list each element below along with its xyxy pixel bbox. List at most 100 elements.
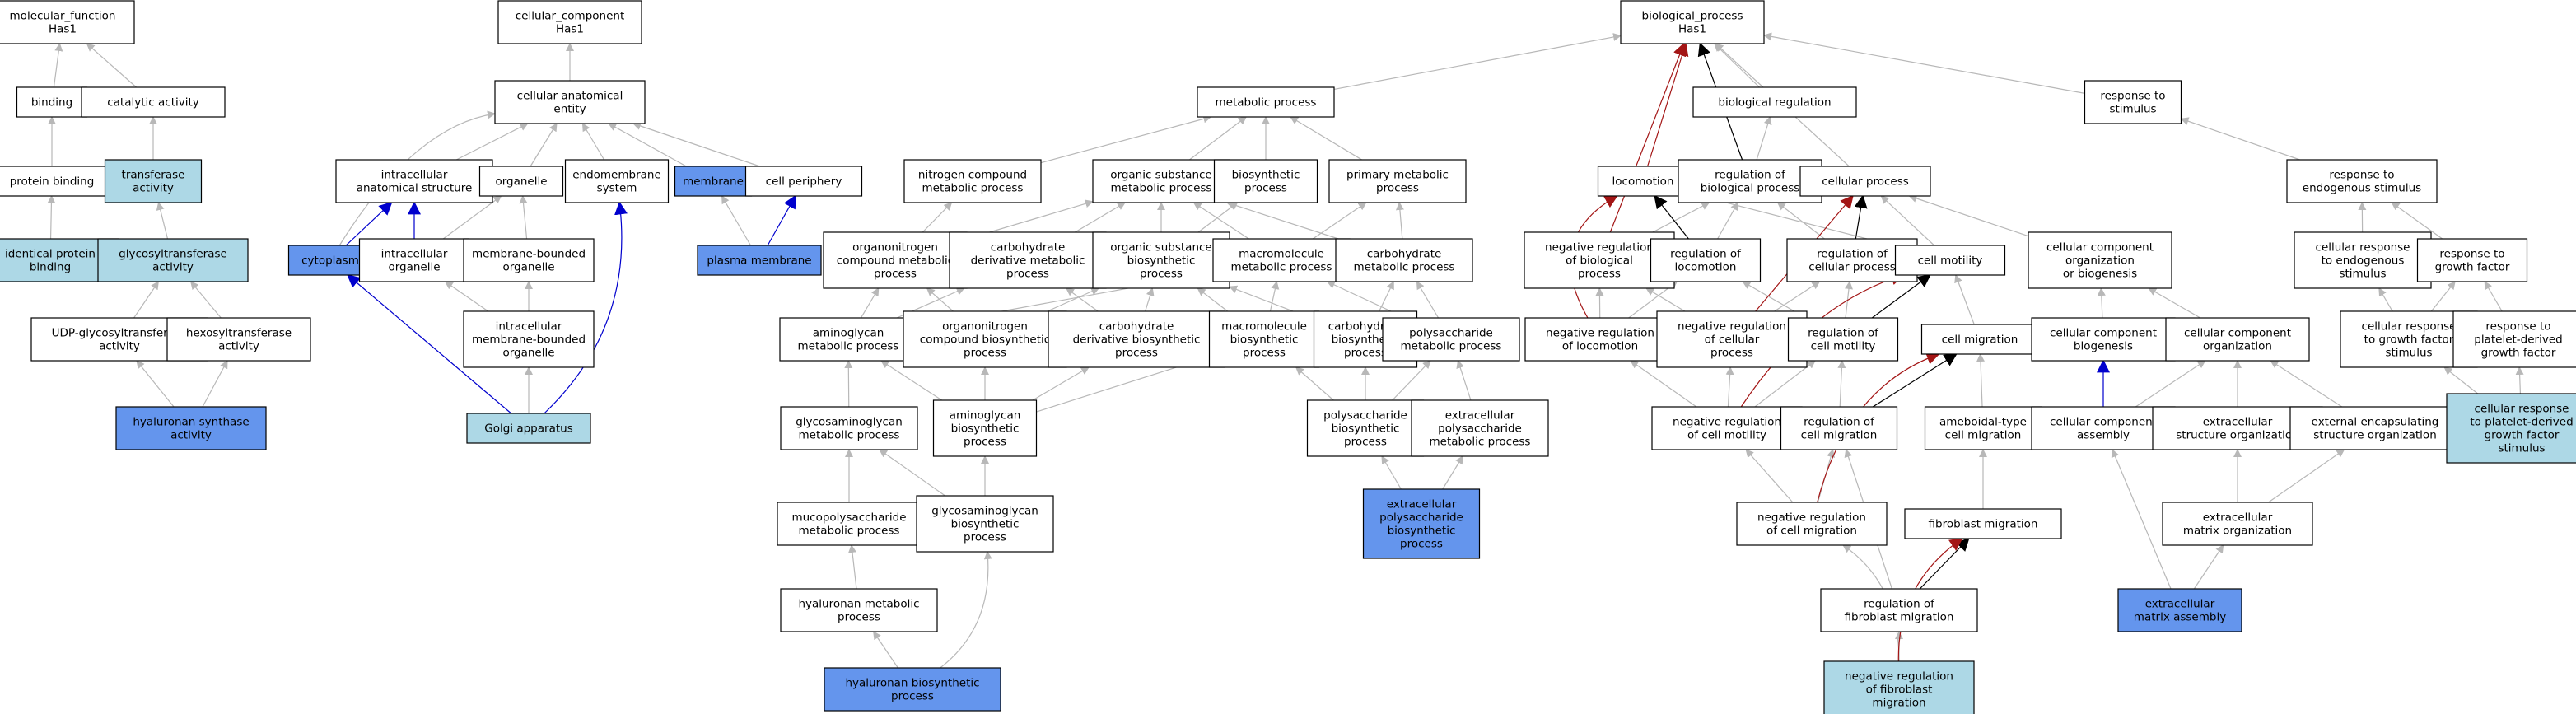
node-box	[823, 231, 968, 289]
node-cellmig: cell migration	[1920, 324, 2039, 355]
edge-line	[47, 195, 56, 240]
node-label-line: to platelet-derived	[2470, 416, 2573, 429]
edge-line	[1754, 360, 1816, 408]
node-box	[497, 0, 642, 44]
edge-aminoglybio-to-aminogly	[880, 360, 943, 401]
edge-hyamet-to-mucopoly	[848, 544, 857, 590]
edge-line	[1871, 274, 1931, 319]
edge-line	[2097, 287, 2106, 319]
node-box	[494, 80, 646, 124]
edge-line	[1714, 43, 1760, 88]
node-label-line: biosynthetic	[951, 422, 1020, 436]
node-box	[2084, 80, 2182, 124]
node-label-line: metabolic process	[922, 182, 1024, 195]
node-label-line: structure organization	[2176, 429, 2299, 442]
node-box	[2289, 406, 2461, 450]
edge-polysacbio-to-polysacmet	[1392, 360, 1431, 401]
edge-carbderivbio-to-orgsubbio	[1145, 287, 1155, 312]
edge-regloco-to-locomotion	[1654, 194, 1689, 240]
node-label-line: intracellular	[381, 169, 448, 182]
node-box	[1620, 0, 1765, 44]
node-label-line: primary metabolic	[1346, 169, 1449, 182]
node-label-line: organonitrogen	[942, 320, 1028, 334]
edge-line	[844, 360, 853, 408]
edge-line	[2193, 544, 2224, 590]
edge-regloco-to-regbiol	[1717, 202, 1738, 240]
node-box	[2416, 238, 2528, 282]
edge-line	[1647, 42, 1689, 167]
node-box	[1524, 317, 1676, 362]
edge-line	[1145, 287, 1155, 312]
node-label-line: UDP-glycosyltransferase	[52, 327, 188, 340]
node-label-line: cell migration	[1942, 334, 2018, 347]
node-label-line: membrane-bounded	[472, 334, 586, 347]
edge-regfibromig-to-fibromig	[1919, 537, 1970, 590]
edge-hyasynth-to-hexosyl	[202, 360, 228, 408]
node-binding: binding	[16, 86, 88, 118]
node-label-line: cell migration	[1945, 429, 2022, 442]
edge-line	[1047, 287, 1100, 312]
edge-amoeboid-to-cellmig	[1976, 353, 1985, 408]
node-label-line: process	[1578, 268, 1621, 281]
node-label-line: organelle	[502, 347, 554, 360]
node-label-line: nitrogen compound	[918, 169, 1027, 182]
node-label-line: metabolic process	[798, 340, 899, 353]
node-label-line: aminoglycan	[950, 409, 1021, 422]
node-ecpolybio: extracellularpolysaccharidebiosyntheticp…	[1362, 488, 1481, 559]
edge-line	[202, 360, 228, 408]
node-box	[2031, 406, 2176, 450]
edge-regcellmig-to-cellmig	[1872, 353, 1958, 408]
edge-regcellmig-to-regcellmot	[1837, 360, 1846, 408]
edge-line	[455, 123, 529, 161]
node-box	[1823, 660, 1975, 714]
node-label-line: organelle	[388, 261, 440, 274]
node-label-line: migration	[1872, 697, 1925, 710]
node-label-line: biological regulation	[1718, 96, 1831, 110]
edge-line	[338, 110, 496, 246]
node-label-line: growth factor	[2481, 347, 2556, 360]
edge-line	[86, 43, 137, 88]
node-box	[903, 159, 1042, 203]
edge-line	[1954, 274, 1975, 325]
node-label-line: regulation of	[1808, 327, 1879, 340]
edge-membrane-to-cae	[608, 123, 687, 167]
edge-regcellproc-to-cellproc	[1854, 194, 1868, 240]
node-label-line: entity	[553, 103, 586, 116]
edge-line	[53, 43, 63, 88]
node-box	[335, 159, 493, 203]
edge-extencap-to-ccorg	[2270, 360, 2343, 408]
node-label-line: process	[1344, 436, 1387, 449]
edge-line	[1269, 281, 1280, 312]
node-box	[1306, 399, 1425, 457]
edge-line	[1763, 32, 2085, 94]
edge-cytoplasm-to-ias	[345, 201, 393, 246]
edge-line	[1442, 455, 1463, 490]
node-label-line: molecular_function	[10, 10, 116, 23]
edge-line	[1381, 455, 1402, 490]
edge-plasmamem-to-cellperi	[767, 194, 796, 246]
node-box	[1048, 310, 1225, 368]
node-box	[1213, 159, 1318, 203]
node-box	[1092, 159, 1230, 203]
node-label-line: cellular anatomical	[517, 90, 623, 103]
edge-line	[444, 281, 489, 312]
node-label-line: metabolic process	[1231, 261, 1332, 274]
node-label-line: negative regulation	[1845, 670, 1953, 684]
node-locomotion: locomotion	[1597, 166, 1689, 197]
edge-line	[1630, 360, 1697, 408]
edge-ecmatrixasm-to-ecmatrixorg	[2193, 544, 2224, 590]
node-label-line: metabolic process	[799, 429, 900, 442]
